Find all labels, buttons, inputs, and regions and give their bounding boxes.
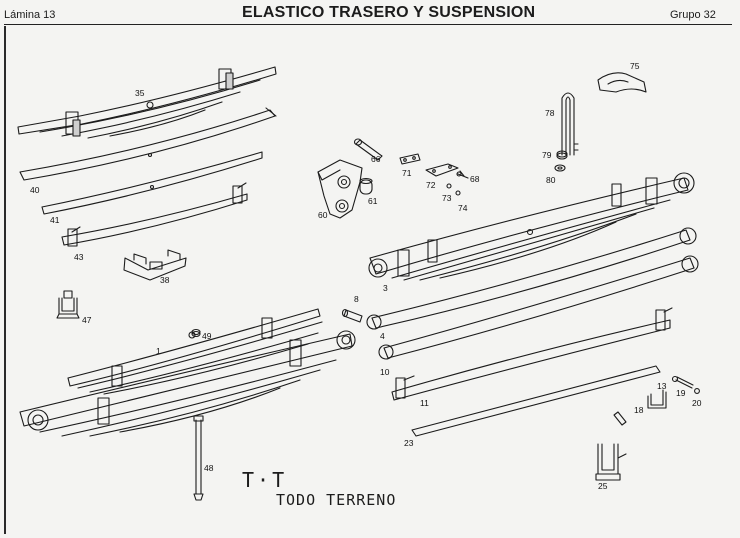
callout-47: 47	[82, 315, 92, 325]
callout-61: 61	[368, 196, 378, 206]
callout-75: 75	[630, 61, 640, 71]
washer-80	[554, 164, 566, 172]
callout-3: 3	[383, 283, 388, 293]
center-bolt-48	[193, 415, 204, 501]
leaf-spring-assembly-1	[19, 308, 356, 437]
shackle-plate-71	[399, 153, 421, 165]
nut-73	[446, 183, 452, 189]
spring-seat-38	[123, 249, 187, 281]
bushing-61	[359, 177, 373, 195]
bushing-8	[341, 308, 363, 323]
callout-25: 25	[598, 481, 608, 491]
callout-19: 19	[676, 388, 686, 398]
callout-35: 35	[135, 88, 145, 98]
u-clamp-47	[56, 290, 80, 319]
callout-80: 80	[546, 175, 556, 185]
callout-60: 60	[318, 210, 328, 220]
u-clamp-25	[595, 443, 627, 481]
nut-79	[556, 150, 568, 160]
callout-4: 4	[380, 331, 385, 341]
main-leaf-40	[19, 107, 277, 181]
clamp-13	[647, 389, 667, 409]
callout-1: 1	[156, 346, 161, 356]
model-caption: TODO TERRENO	[276, 491, 397, 509]
spring-leaf-23	[411, 365, 661, 437]
page-title: ELASTICO TRASERO Y SUSPENSION	[242, 4, 536, 21]
sheet-number: Lámina 13	[4, 9, 56, 21]
callout-38: 38	[160, 275, 170, 285]
callout-18: 18	[634, 405, 644, 415]
callout-43: 43	[74, 252, 84, 262]
callout-72: 72	[426, 180, 436, 190]
callout-40: 40	[30, 185, 40, 195]
callout-68: 68	[470, 174, 480, 184]
nut-20	[694, 388, 700, 394]
callout-23: 23	[404, 438, 414, 448]
callout-74: 74	[458, 203, 468, 213]
callout-8: 8	[354, 294, 359, 304]
sheet-border	[4, 26, 736, 534]
callout-49: 49	[202, 331, 212, 341]
spring-hanger-60	[317, 159, 363, 219]
shackle-plate-72	[425, 163, 459, 177]
model-code: T·T	[242, 468, 288, 492]
bolt-19	[671, 375, 694, 389]
washer-74	[455, 190, 461, 196]
callout-41: 41	[50, 215, 60, 225]
callout-73: 73	[442, 193, 452, 203]
callout-13: 13	[657, 381, 667, 391]
callout-78: 78	[545, 108, 555, 118]
nut-49	[191, 328, 201, 338]
second-leaf-10	[378, 255, 699, 360]
group-number: Grupo 32	[670, 9, 716, 21]
u-bolt-78	[561, 92, 579, 156]
saddle-75	[597, 72, 647, 93]
leaf-11	[391, 307, 673, 401]
short-leaf-43	[61, 182, 248, 247]
callout-48: 48	[204, 463, 214, 473]
callout-66: 66	[371, 154, 381, 164]
callout-20: 20	[692, 398, 702, 408]
bolt-68	[456, 170, 469, 179]
pin-18	[613, 411, 627, 426]
callout-10: 10	[380, 367, 390, 377]
header-rule	[4, 24, 732, 25]
leaf-41	[41, 151, 263, 215]
callout-79: 79	[542, 150, 552, 160]
leaf-spring-35	[17, 66, 277, 139]
callout-71: 71	[402, 168, 412, 178]
main-leaf-4	[366, 227, 697, 330]
callout-11: 11	[420, 398, 429, 408]
leaf-spring-assembly-3	[368, 172, 695, 281]
pin-66	[353, 138, 383, 161]
